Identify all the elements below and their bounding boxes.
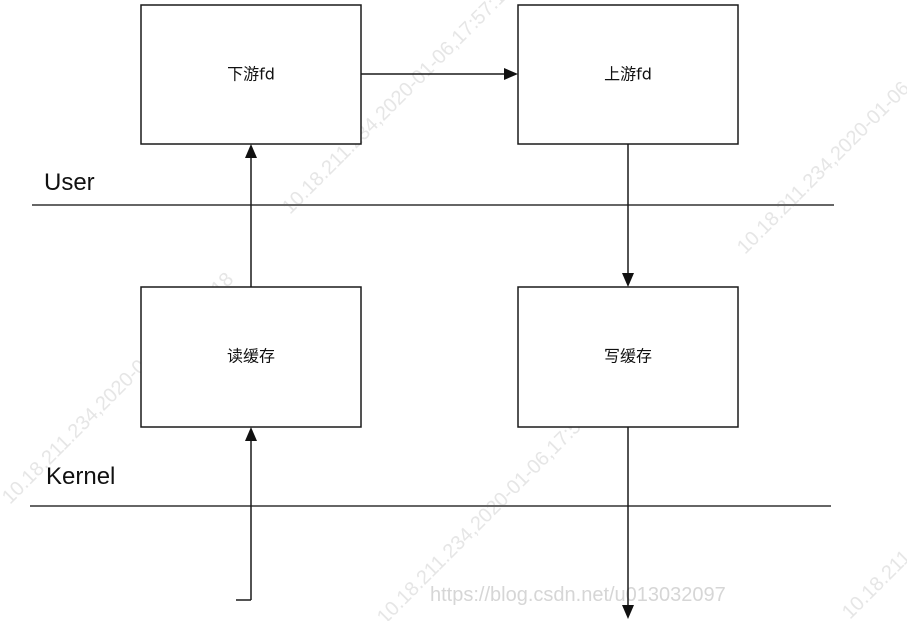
read-buffer-box: 读缓存 — [140, 286, 362, 428]
upstream-fd-label: 上游fd — [604, 65, 652, 84]
arrow-read-buffer-to-downstream — [245, 144, 257, 287]
watermark-text: 10.18.211.234,2020-01-06,17:57:18 — [838, 383, 907, 621]
upstream-fd-box: 上游fd — [517, 4, 739, 145]
downstream-fd-label: 下游fd — [227, 65, 275, 84]
arrow-input-to-read-buffer — [236, 427, 257, 601]
user-layer-label: User — [44, 169, 95, 196]
arrow-downstream-to-upstream — [361, 68, 518, 80]
kernel-layer-label: Kernel — [46, 463, 115, 490]
watermark-text: 10.18.211.234,2020-01-06,17:57:18 — [733, 18, 907, 258]
read-buffer-label: 读缓存 — [227, 347, 275, 366]
arrow-upstream-to-write-buffer — [622, 144, 634, 287]
write-buffer-box: 写缓存 — [517, 286, 739, 428]
downstream-fd-box: 下游fd — [140, 4, 362, 145]
write-buffer-label: 写缓存 — [604, 347, 652, 366]
watermark-url: https://blog.csdn.net/u013032097 — [430, 584, 726, 606]
arrow-write-buffer-to-output — [622, 427, 634, 619]
